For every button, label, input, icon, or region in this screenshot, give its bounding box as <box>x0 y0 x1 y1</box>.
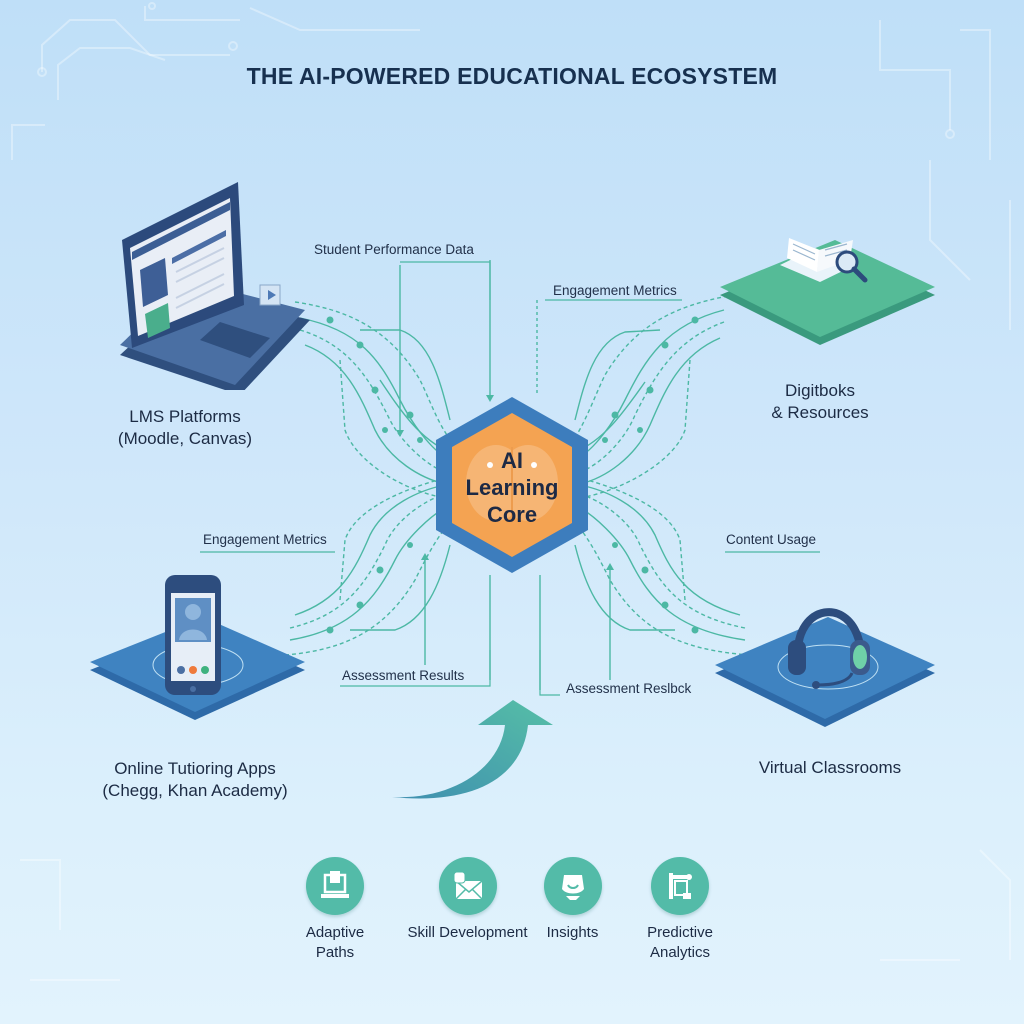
benefit-adaptive-paths: Adaptive Paths <box>290 857 380 963</box>
node-label-digibooks: Digitboks & Resources <box>771 381 869 422</box>
flow-label-engagement-left: Engagement Metrics <box>203 532 327 547</box>
flow-label-assessment-results: Assessment Results <box>342 668 465 683</box>
smartphone-platform <box>90 575 305 720</box>
flow-label-content-usage: Content Usage <box>726 532 817 547</box>
page-title: THE AI-POWERED EDUCATIONAL ECOSYSTEM <box>246 63 778 89</box>
analytics-board-icon <box>669 873 692 899</box>
flow-label-assessment-feedback: Assessment Reslbck <box>566 681 692 696</box>
book-platform <box>720 238 935 345</box>
benefit-predictive-analytics: Predictive Analytics <box>630 857 730 963</box>
benefit-skill-development: Skill Development <box>395 857 540 943</box>
feedback-arrow <box>392 700 553 799</box>
flow-label-student-performance: Student Performance Data <box>314 242 474 257</box>
laptop-path-icon <box>321 871 349 898</box>
flow-label-engagement-top: Engagement Metrics <box>553 283 677 298</box>
brain-icon <box>466 445 558 521</box>
laptop-icon <box>120 182 310 390</box>
ai-core-label: AI Learning Core <box>465 448 559 527</box>
node-label-tutoring: Online Tutioring Apps (Chegg, Khan Acade… <box>102 759 288 800</box>
user-insight-icon <box>561 875 584 900</box>
node-label-lms: LMS Platforms (Moodle, Canvas) <box>117 407 253 448</box>
ai-core-hexagon <box>436 397 588 573</box>
envelope-skill-icon <box>453 871 483 900</box>
node-label-virtual: Virtual Classrooms <box>758 758 902 777</box>
headset-platform <box>715 608 935 727</box>
benefit-insights: Insights <box>530 857 615 943</box>
